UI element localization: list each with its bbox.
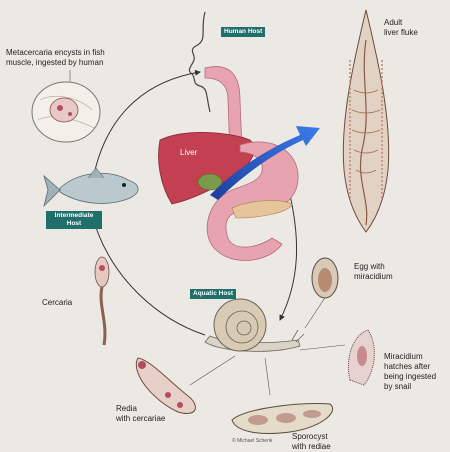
stomach-organ bbox=[206, 141, 299, 261]
label-metacercaria: Metacercaria encysts in fish muscle, ing… bbox=[6, 48, 105, 67]
egg-illustration bbox=[311, 257, 339, 299]
cercaria-illustration bbox=[94, 256, 110, 346]
leader-redia bbox=[189, 355, 236, 386]
adult-fluke-illustration bbox=[342, 9, 390, 233]
tag-human-host: Human Host bbox=[221, 27, 266, 37]
miracidium-illustration bbox=[347, 329, 375, 386]
sporocyst-illustration bbox=[231, 403, 333, 434]
label-liver: Liver bbox=[180, 148, 198, 157]
label-miracidium: Miracidium hatches after being ingested … bbox=[384, 352, 437, 391]
metacercaria-cyst-illustration bbox=[31, 81, 101, 143]
cycle-arrow-top bbox=[94, 69, 201, 171]
tag-aquatic-host: Aquatic Host bbox=[190, 289, 237, 299]
tag-intermediate-host: Intermediate Host bbox=[46, 211, 102, 229]
fish-illustration bbox=[43, 167, 139, 208]
label-cercaria: Cercaria bbox=[42, 298, 73, 307]
snail-illustration bbox=[204, 298, 305, 352]
redia-illustration bbox=[135, 357, 196, 414]
cycle-arrow-left bbox=[90, 214, 206, 336]
human-face-outline bbox=[188, 11, 211, 113]
label-adult-fluke: Adult liver fluke bbox=[384, 18, 418, 37]
leader-sporocyst bbox=[264, 357, 271, 396]
label-egg: Egg with miracidium bbox=[354, 262, 393, 281]
leader-miracidium bbox=[299, 344, 346, 351]
label-redia: Redia with cercariae bbox=[116, 404, 166, 423]
bile-duct-arrow bbox=[210, 126, 320, 200]
cycle-arrow-right bbox=[279, 194, 298, 321]
pancreas bbox=[231, 200, 293, 219]
gallbladder bbox=[197, 173, 223, 191]
credit-line: © Michael Schenk bbox=[232, 438, 273, 444]
label-sporocyst: Sporocyst with rediae bbox=[292, 432, 331, 451]
